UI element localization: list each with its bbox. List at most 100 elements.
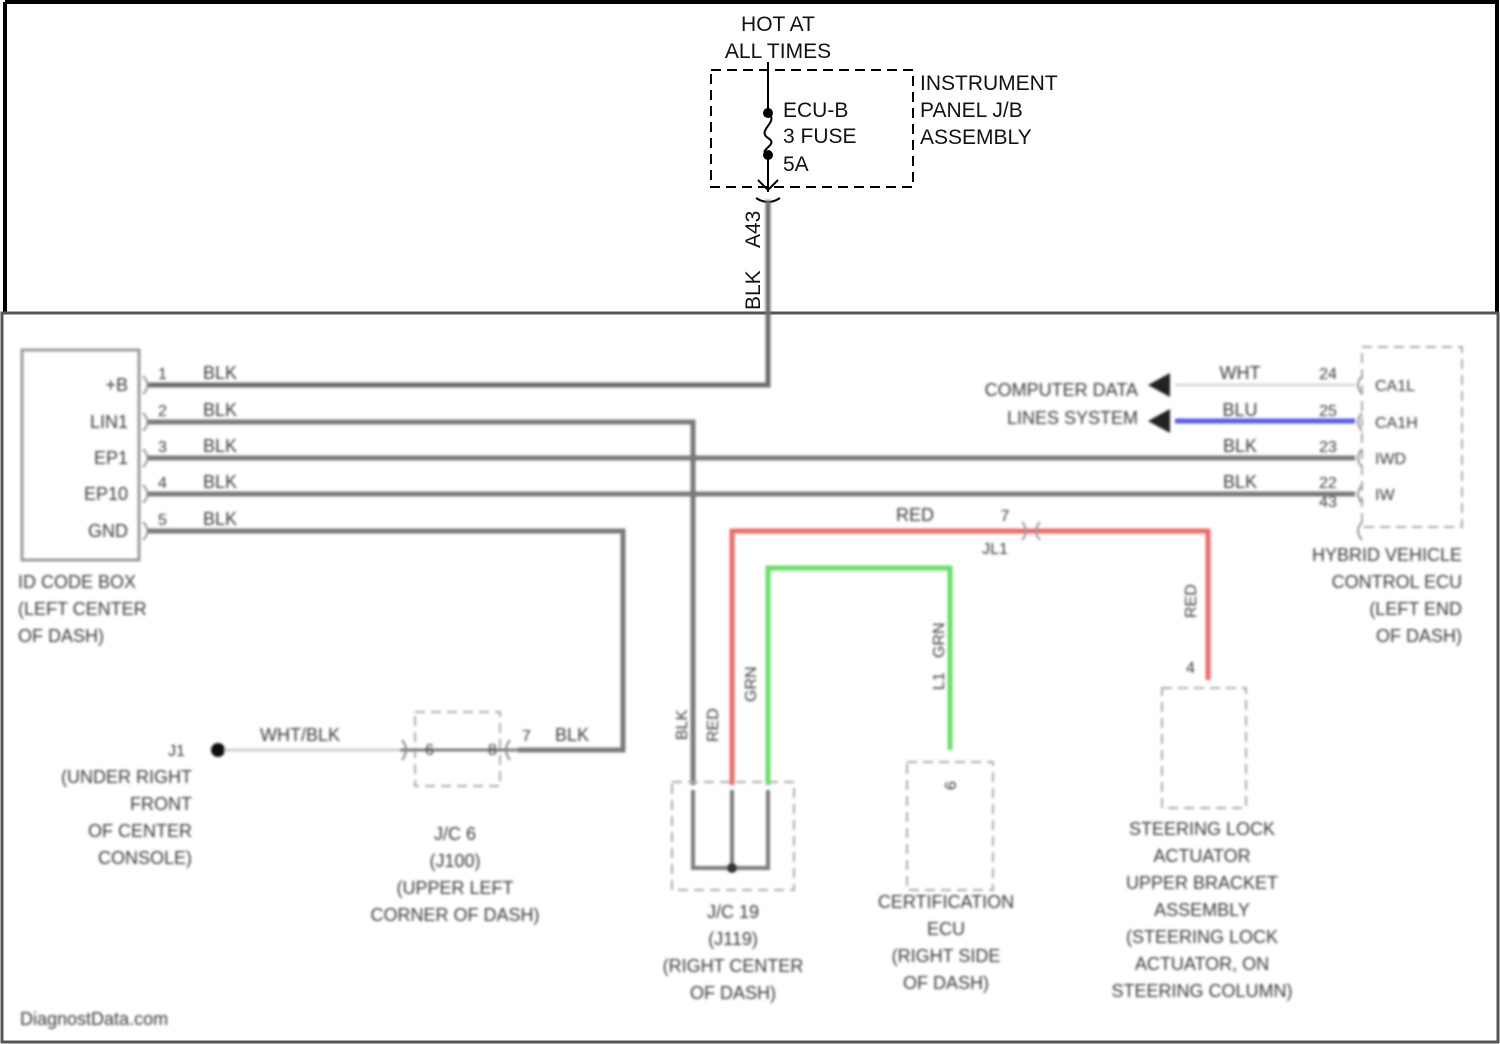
dlc-label-1: ID CODE BOX: [18, 572, 136, 592]
cert-pin: 6: [943, 781, 960, 790]
dlc-wire-color: BLK: [203, 472, 237, 492]
dlc-pin-name: LIN1: [90, 412, 128, 432]
jc19-label-4: OF DASH): [690, 983, 776, 1003]
hv-ecu-label-2: CONTROL ECU: [1332, 572, 1462, 592]
hv-pin-name: IWD: [1375, 451, 1406, 468]
dlc-wire-color: BLK: [203, 363, 237, 383]
wire-gnd: [148, 531, 623, 750]
hv-pin-number: 22: [1319, 475, 1337, 492]
red-wire-connector: JL1: [982, 541, 1008, 558]
ground-label-2: FRONT: [130, 794, 192, 814]
jc19-junction: [727, 863, 737, 873]
red-wire-color: RED: [896, 505, 934, 525]
cert-ecu-label-3: (RIGHT SIDE: [892, 946, 1001, 966]
steering-label-7: STEERING COLUMN): [1111, 981, 1292, 1001]
steering-label-4: ASSEMBLY: [1154, 900, 1250, 920]
jc19-label-1: J/C 19: [707, 902, 759, 922]
hv-wire-color: BLK: [1223, 436, 1257, 456]
hot-label-1: HOT AT: [741, 13, 815, 36]
dlc-label-3: OF DASH): [18, 626, 104, 646]
hv-pin-connector: [1358, 522, 1362, 540]
dlc-wire-color: BLK: [203, 436, 237, 456]
ground-point: [211, 743, 225, 757]
data-lines-label-1: COMPUTER DATA: [985, 380, 1138, 400]
hv-pin-number: 43: [1319, 494, 1337, 511]
hot-label-2: ALL TIMES: [725, 40, 831, 63]
fuse-area: HOT AT ALL TIMES INSTRUMENT PANEL J/B AS…: [711, 13, 1058, 310]
jc6-label-3: (UPPER LEFT: [396, 878, 513, 898]
jc19-wire-1: BLK: [674, 709, 691, 740]
dlc-pin-connector: [143, 376, 148, 394]
ground-wire-color: WHT/BLK: [260, 725, 340, 745]
fuse-number: 3 FUSE: [783, 125, 857, 148]
fuse-rating: 5A: [783, 153, 809, 176]
hv-pin-name: CA1H: [1375, 415, 1418, 432]
jb-label-3: ASSEMBLY: [920, 126, 1032, 149]
hv-pin-number: 23: [1319, 439, 1337, 456]
jc19-wire-2: RED: [705, 708, 722, 742]
ground-label-4: CONSOLE): [98, 848, 192, 868]
dlc-label-2: (LEFT CENTER: [18, 599, 147, 619]
ground-id: J1: [168, 743, 185, 760]
fuse-symbol: [765, 113, 772, 155]
data-lines-label-2: LINES SYSTEM: [1007, 408, 1138, 428]
dlc-pin-name: EP10: [84, 484, 128, 504]
cert-connector: L1: [931, 672, 948, 690]
red-wire-pin: 7: [1001, 508, 1010, 525]
jc19-bus: [693, 790, 768, 868]
jc19-label-2: (J119): [708, 929, 758, 949]
hv-ecu-label-1: HYBRID VEHICLE: [1312, 545, 1462, 565]
dlc-wire-color: BLK: [203, 400, 237, 420]
hv-wire-color: BLU: [1222, 400, 1257, 420]
hv-wire-color: WHT: [1220, 363, 1261, 383]
cert-wire-color: GRN: [931, 622, 948, 658]
jc6-pin-left: 6: [425, 742, 434, 759]
dlc-pin-number: 5: [158, 512, 167, 529]
jc19-wire-3: GRN: [743, 666, 760, 702]
steering-pin: 4: [1186, 660, 1195, 677]
wire-plus-b: [148, 200, 768, 385]
fuse-wire-color: BLK: [742, 270, 765, 310]
dlc-pin-number: 4: [158, 475, 167, 492]
dlc-wire-color: BLK: [203, 509, 237, 529]
jc6-pin-right: 8: [488, 742, 497, 759]
hv-pin-name: IW: [1375, 487, 1395, 504]
hv-ecu-label-3: (LEFT END: [1369, 599, 1462, 619]
cert-ecu-label-1: CERTIFICATION: [878, 892, 1014, 912]
dlc-pin-name: +B: [105, 375, 128, 395]
cert-ecu-label-2: ECU: [927, 919, 965, 939]
arrow-ca1h: [1148, 409, 1170, 433]
dlc-pin-name: GND: [88, 521, 128, 541]
dlc-pin-connector: [143, 522, 148, 540]
jc6-pin-out: 7: [522, 728, 531, 745]
steering-label-3: UPPER BRACKET: [1126, 873, 1278, 893]
jc19-label-3: (RIGHT CENTER: [663, 956, 804, 976]
cert-ecu-label-4: OF DASH): [903, 973, 989, 993]
hv-wire-color: BLK: [1223, 472, 1257, 492]
steering-label-2: ACTUATOR: [1153, 846, 1250, 866]
wire-green: [768, 568, 950, 785]
jc6-label-2: (J100): [429, 851, 480, 871]
hv-pin-name: CA1L: [1375, 378, 1415, 395]
dlc-pin-number: 1: [158, 366, 167, 383]
fuse-name: ECU-B: [783, 99, 848, 122]
dlc-pin-number: 3: [158, 439, 167, 456]
steering-label-1: STEERING LOCK: [1129, 819, 1275, 839]
jb-label-1: INSTRUMENT: [920, 72, 1058, 95]
steering-label-5: (STEERING LOCK: [1126, 927, 1278, 947]
dlc-pin-connector: [143, 485, 148, 503]
ground-label-1: (UNDER RIGHT: [61, 767, 192, 787]
jc6-label-4: CORNER OF DASH): [370, 905, 539, 925]
jc6-wire-color: BLK: [555, 725, 589, 745]
dlc-pin-number: 2: [158, 403, 167, 420]
connector-id: A43: [742, 211, 765, 248]
watermark: DiagnostData.com: [20, 1009, 168, 1029]
dlc-pin-connector: [143, 449, 148, 467]
dlc-pin-name: EP1: [94, 448, 128, 468]
jc6-label-1: J/C 6: [434, 824, 476, 844]
hv-ecu-label-4: OF DASH): [1376, 626, 1462, 646]
